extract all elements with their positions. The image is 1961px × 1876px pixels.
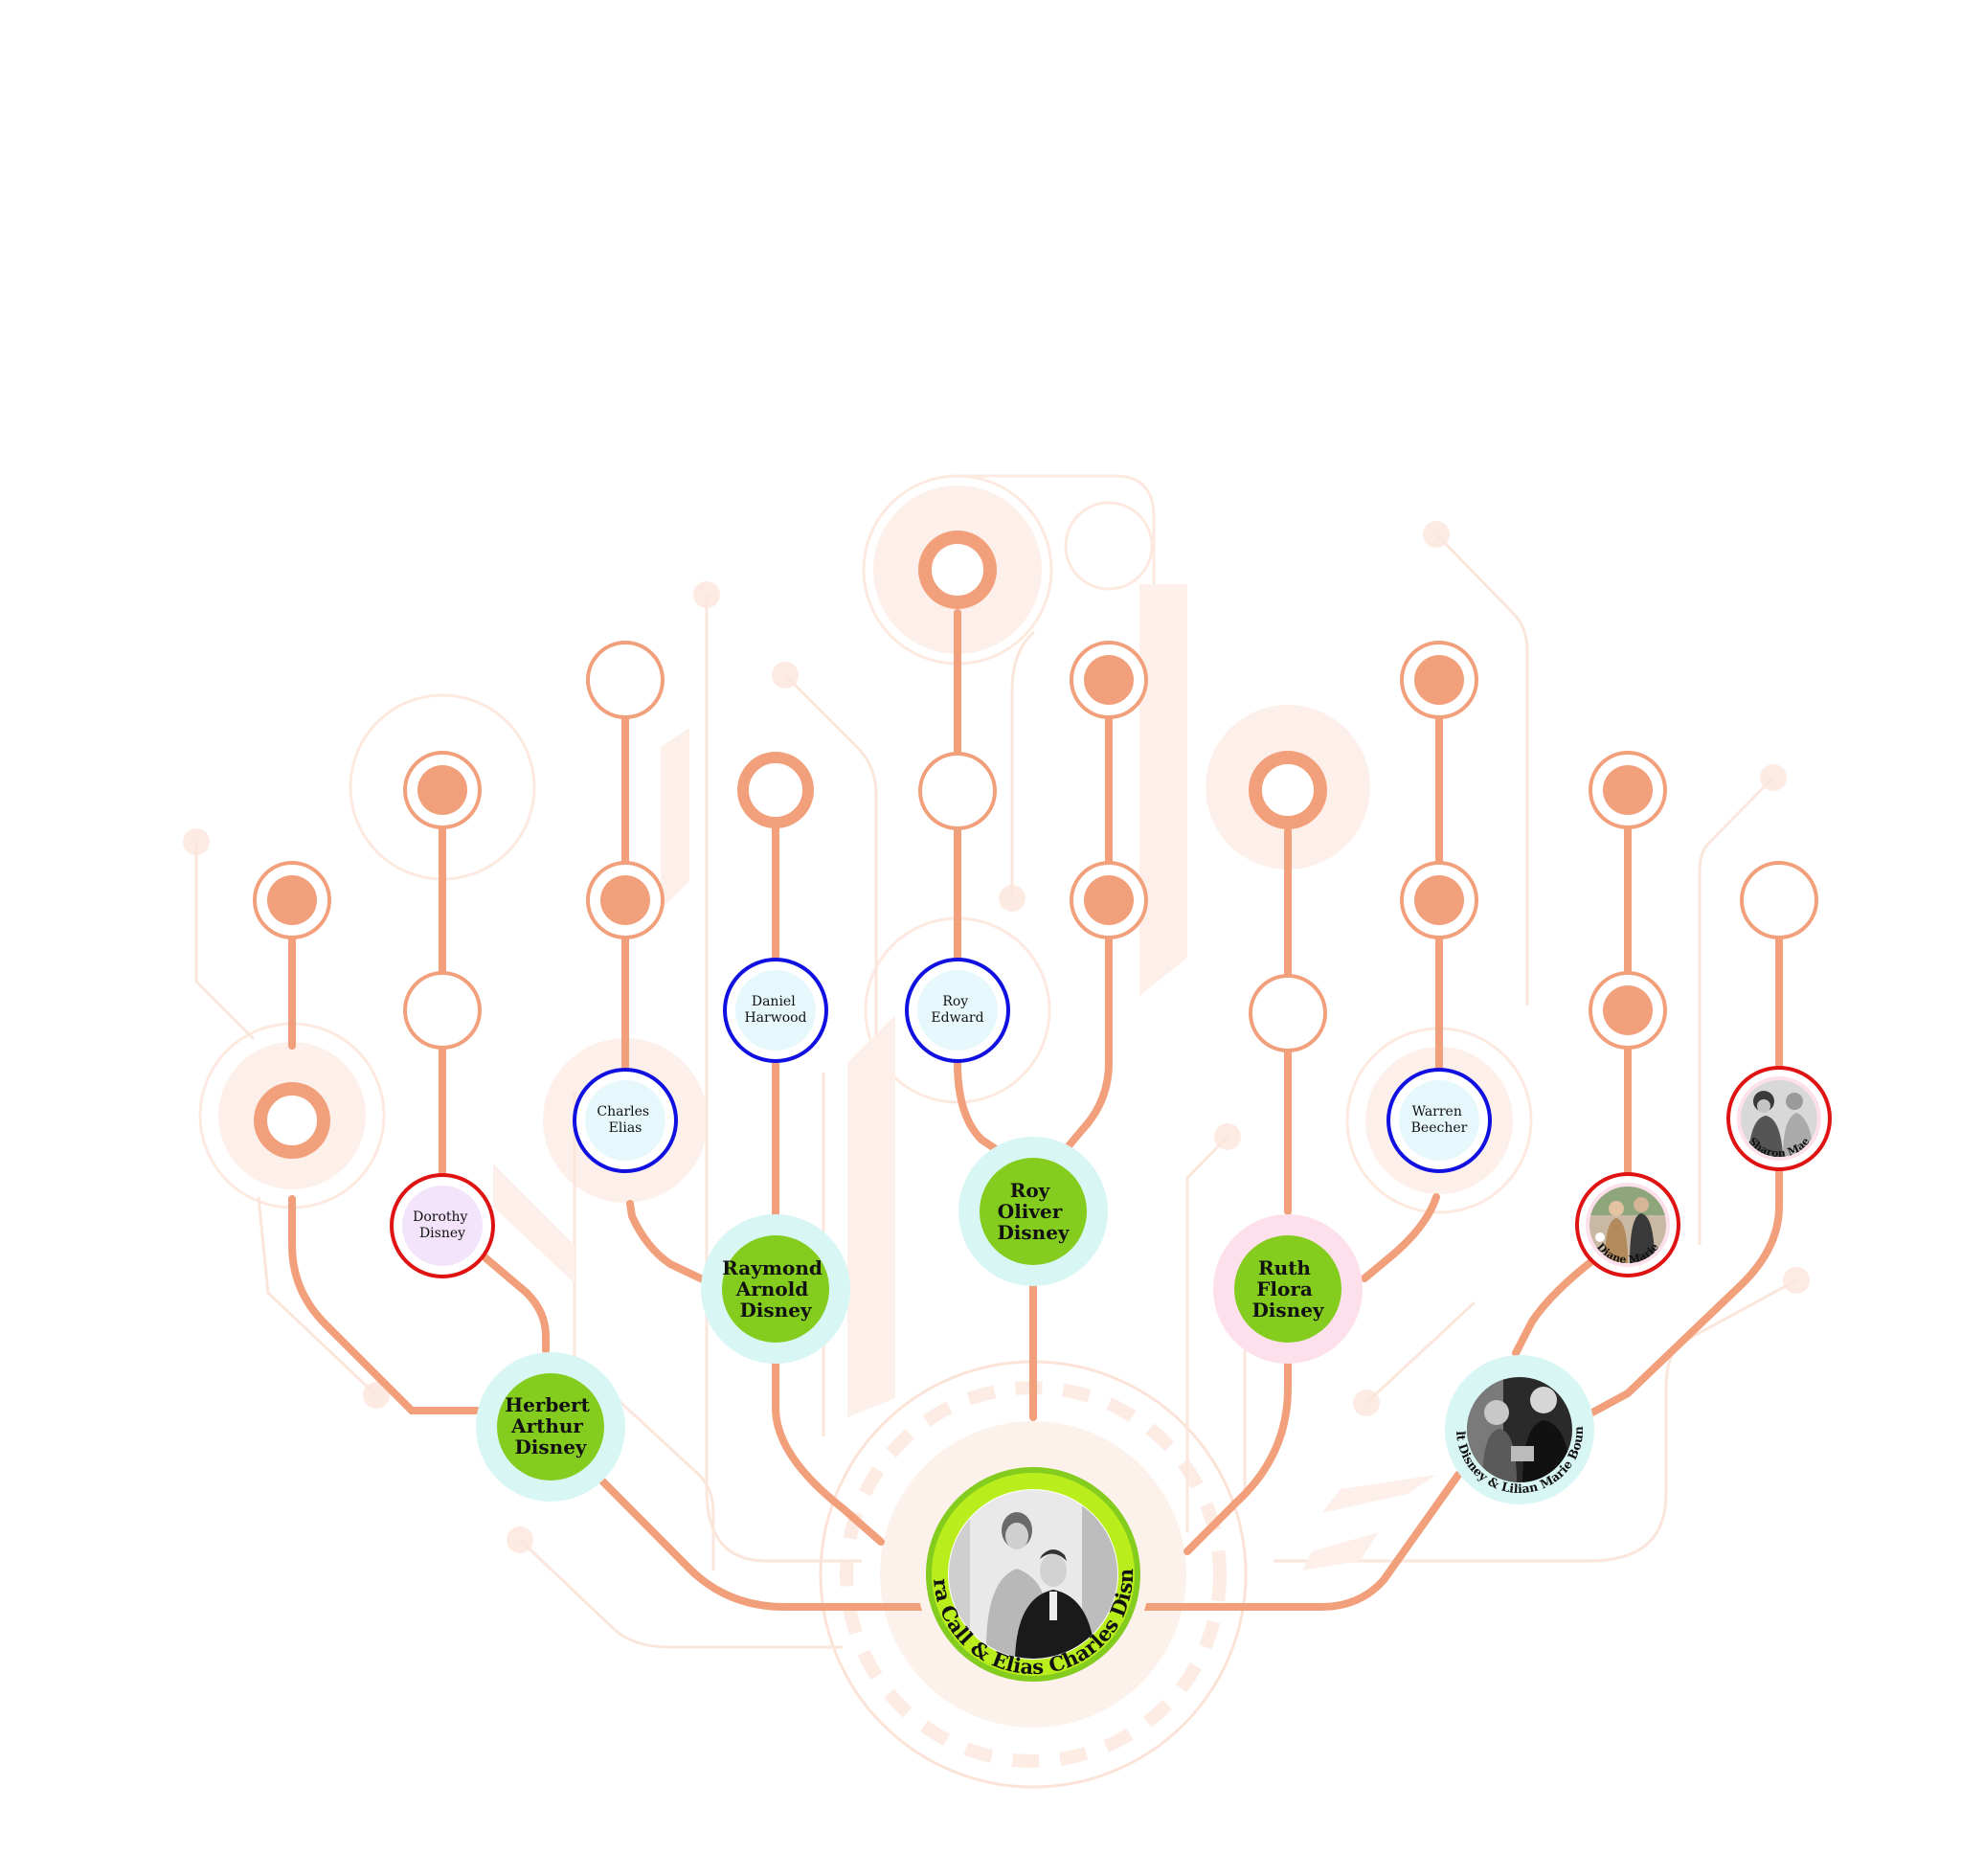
hollow-node [1249, 974, 1327, 1052]
thick-ring-node [918, 531, 997, 609]
filled-node-core [1414, 875, 1464, 925]
thick-ring-node [1249, 751, 1327, 829]
node-herbert[interactable]: Herbert Arthur Disney [476, 1352, 625, 1502]
hollow-node [403, 971, 482, 1050]
node-sharon[interactable]: Sharon Mae [1726, 1066, 1832, 1171]
node-raymond[interactable]: Raymond Arnold Disney [701, 1214, 850, 1364]
filled-node-core [1414, 655, 1464, 705]
filled-node-core [600, 875, 650, 925]
filled-node-core [1084, 655, 1134, 705]
roy-edward-name: Roy Edward [931, 994, 983, 1026]
node-ruth[interactable]: Ruth Flora Disney [1213, 1214, 1363, 1364]
charles-name: Charles Elias [597, 1104, 653, 1136]
filled-node-core [417, 765, 467, 815]
diane-photo [1589, 1187, 1666, 1263]
herbert-name: Herbert Arthur Disney [505, 1393, 597, 1458]
node-charles[interactable]: Charles Elias [573, 1068, 678, 1173]
sharon-photo [1741, 1080, 1817, 1157]
node-roy[interactable]: Roy Oliver Disney [958, 1137, 1108, 1286]
node-diane[interactable]: Diane Marie [1575, 1172, 1680, 1277]
hollow-node [918, 752, 997, 830]
ruth-name: Ruth Flora Disney [1251, 1256, 1324, 1322]
node-daniel[interactable]: Daniel Harwood [723, 958, 828, 1063]
empty-nodes [253, 531, 1818, 1159]
hollow-node [586, 641, 665, 719]
roy-name: Roy Oliver Disney [997, 1179, 1070, 1244]
node-warren[interactable]: Warren Beecher [1386, 1068, 1492, 1173]
node-roy-edward[interactable]: Roy Edward [905, 958, 1010, 1063]
filled-node-core [1603, 765, 1653, 815]
filled-node-core [1603, 985, 1653, 1035]
hollow-node [1740, 861, 1818, 939]
dorothy-name: Dorothy Disney [413, 1209, 472, 1241]
filled-node-core [267, 875, 317, 925]
filled-node-core [1084, 875, 1134, 925]
thick-ring-node [737, 752, 814, 828]
node-dorothy[interactable]: Dorothy Disney [390, 1173, 495, 1278]
connector-lines [288, 609, 1783, 1611]
thick-ring-node [254, 1082, 330, 1159]
root-photo [949, 1490, 1117, 1659]
raymond-name: Raymond Arnold Disney [722, 1256, 829, 1322]
warren-name: Warren Beecher [1411, 1104, 1468, 1136]
daniel-name: Daniel Harwood [744, 994, 806, 1026]
